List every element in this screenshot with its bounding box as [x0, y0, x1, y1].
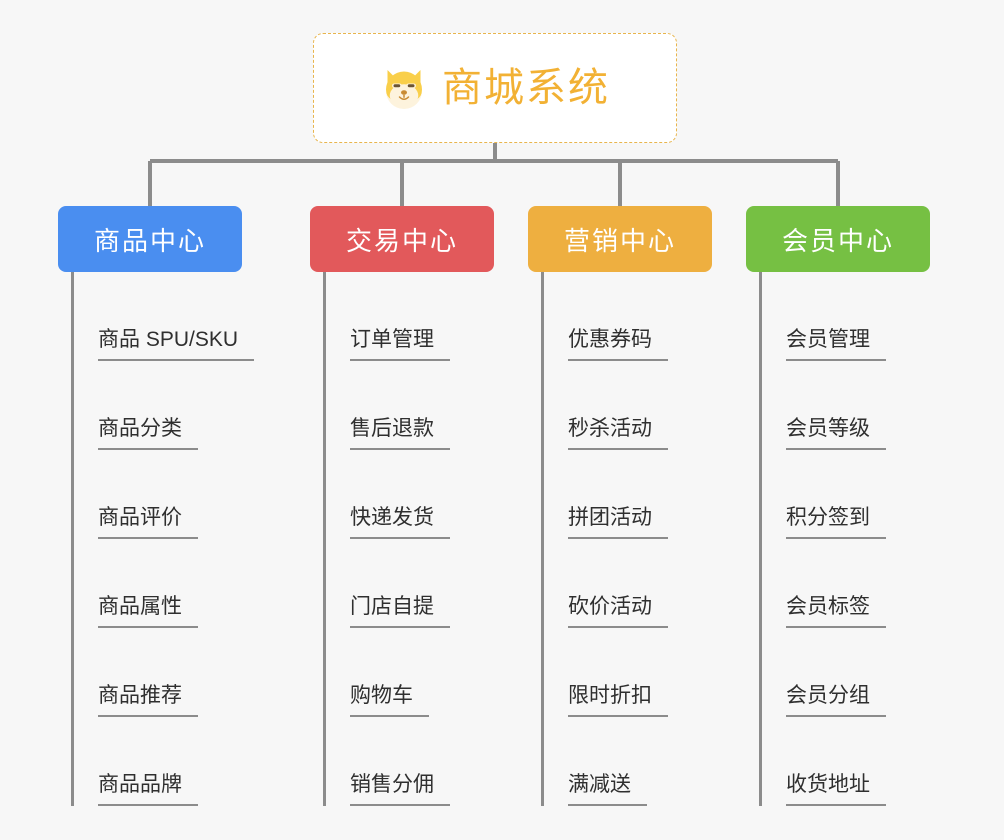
leaf-item[interactable]: 售后退款: [312, 361, 542, 450]
leaf-label: 商品评价: [98, 505, 198, 539]
root-title: 商城系统: [442, 66, 610, 110]
leaf-label: 会员分组: [786, 683, 886, 717]
leaf-item[interactable]: 商品评价: [60, 450, 290, 539]
leaf-item[interactable]: 销售分佣: [312, 717, 542, 806]
leaf-label: 会员等级: [786, 416, 886, 450]
leaf-label: 订单管理: [350, 327, 450, 361]
leaf-label: 销售分佣: [350, 772, 450, 806]
leaf-column-product-center: 商品 SPU/SKU 商品分类 商品评价 商品属性 商品推荐 商品品牌: [60, 272, 290, 806]
shiba-dog-icon: [386, 70, 422, 109]
root-node[interactable]: 商城系统: [313, 33, 677, 143]
category-box-marketing-center[interactable]: 营销中心: [528, 206, 712, 272]
category-label: 营销中心: [563, 225, 676, 256]
leaf-item[interactable]: 限时折扣: [530, 628, 760, 717]
leaf-label: 商品 SPU/SKU: [98, 327, 255, 361]
leaf-item[interactable]: 会员分组: [748, 628, 978, 717]
leaf-item[interactable]: 优惠券码: [530, 272, 760, 361]
category-box-product-center[interactable]: 商品中心: [58, 206, 242, 272]
category-label: 交易中心: [345, 225, 458, 256]
leaf-label: 购物车: [350, 683, 429, 717]
category-label: 商品中心: [93, 225, 206, 256]
leaf-label: 快递发货: [350, 505, 450, 539]
leaf-label: 会员管理: [786, 327, 886, 361]
category-label: 会员中心: [781, 225, 894, 256]
category-box-trade-center[interactable]: 交易中心: [310, 206, 494, 272]
leaf-label: 满减送: [568, 772, 647, 806]
leaf-item[interactable]: 商品品牌: [60, 717, 290, 806]
leaf-item[interactable]: 收货地址: [748, 717, 978, 806]
leaf-label: 限时折扣: [568, 683, 668, 717]
leaf-label: 拼团活动: [568, 505, 668, 539]
leaf-label: 门店自提: [350, 594, 450, 628]
leaf-label: 商品推荐: [98, 683, 198, 717]
leaf-label: 砍价活动: [568, 594, 668, 628]
leaf-item[interactable]: 购物车: [312, 628, 542, 717]
leaf-label: 积分签到: [786, 505, 886, 539]
leaf-column-marketing-center: 优惠券码 秒杀活动 拼团活动 砍价活动 限时折扣 满减送: [530, 272, 760, 806]
leaf-item[interactable]: 满减送: [530, 717, 760, 806]
leaf-label: 售后退款: [350, 416, 450, 450]
leaf-item[interactable]: 秒杀活动: [530, 361, 760, 450]
leaf-label: 优惠券码: [568, 327, 668, 361]
leaf-item[interactable]: 会员等级: [748, 361, 978, 450]
leaf-label: 商品分类: [98, 416, 198, 450]
leaf-item[interactable]: 商品属性: [60, 539, 290, 628]
leaf-column-trade-center: 订单管理 售后退款 快递发货 门店自提 购物车 销售分佣: [312, 272, 542, 806]
leaf-item[interactable]: 拼团活动: [530, 450, 760, 539]
leaf-item[interactable]: 积分签到: [748, 450, 978, 539]
leaf-label: 商品品牌: [98, 772, 198, 806]
leaf-label: 会员标签: [786, 594, 886, 628]
leaf-item[interactable]: 会员标签: [748, 539, 978, 628]
leaf-item[interactable]: 订单管理: [312, 272, 542, 361]
leaf-label: 收货地址: [786, 772, 886, 806]
category-box-member-center[interactable]: 会员中心: [746, 206, 930, 272]
leaf-item[interactable]: 商品 SPU/SKU: [60, 272, 290, 361]
leaf-item[interactable]: 商品推荐: [60, 628, 290, 717]
leaf-item[interactable]: 砍价活动: [530, 539, 760, 628]
leaf-column-member-center: 会员管理 会员等级 积分签到 会员标签 会员分组 收货地址: [748, 272, 978, 806]
leaf-label: 秒杀活动: [568, 416, 668, 450]
leaf-item[interactable]: 商品分类: [60, 361, 290, 450]
leaf-item[interactable]: 快递发货: [312, 450, 542, 539]
leaf-item[interactable]: 门店自提: [312, 539, 542, 628]
leaf-label: 商品属性: [98, 594, 198, 628]
leaf-item[interactable]: 会员管理: [748, 272, 978, 361]
